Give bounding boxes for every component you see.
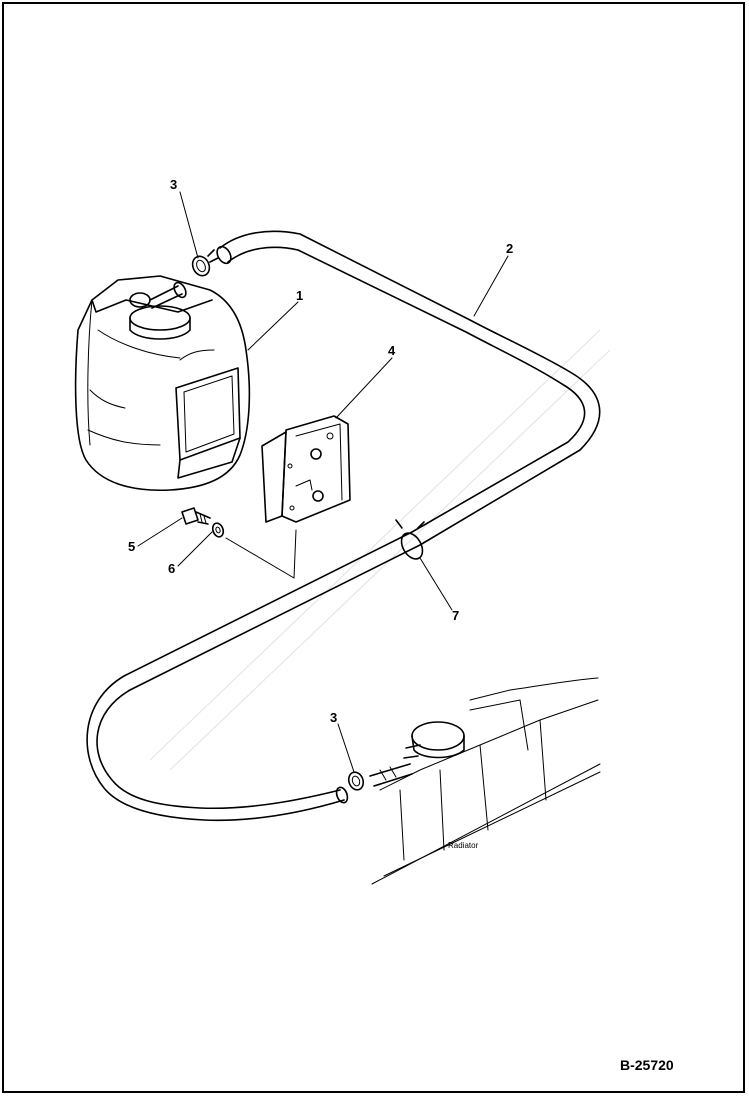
callout-5: 5: [128, 539, 135, 554]
callout-2: 2: [506, 241, 513, 256]
callout-6: 6: [168, 561, 175, 576]
hose-part-2: [86, 230, 601, 822]
hose-clip: [395, 519, 425, 560]
bolt: [181, 507, 211, 525]
drawing-number: B-25720: [620, 1057, 674, 1073]
callout-1: 1: [296, 288, 303, 303]
leader-lines: [137, 191, 509, 773]
washer: [211, 522, 225, 538]
clamp-lower: [347, 771, 365, 791]
callout-3-lower: 3: [330, 710, 337, 725]
callout-7: 7: [452, 608, 459, 623]
callout-3-upper: 3: [170, 177, 177, 192]
radiator: [369, 677, 601, 885]
watermark: [149, 329, 611, 771]
bracket: [261, 415, 351, 523]
radiator-label: Radiator: [448, 841, 479, 850]
callouts: 3 2 1 4 5 6 7 3: [128, 177, 513, 725]
clamp-upper: [191, 249, 219, 277]
callout-4: 4: [388, 343, 396, 358]
reservoir-tank: [74, 275, 251, 492]
